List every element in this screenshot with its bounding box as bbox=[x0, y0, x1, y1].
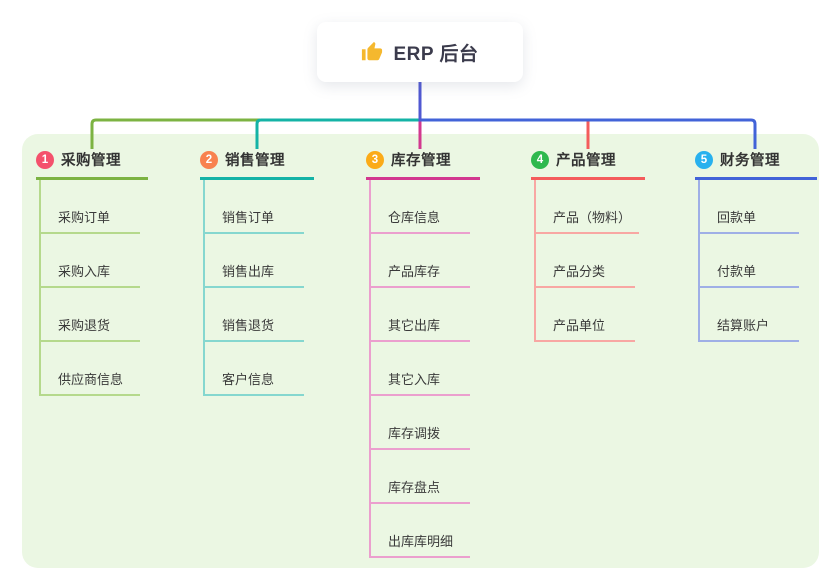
branch-product-children: 产品（物料） 产品分类 产品单位 bbox=[534, 180, 645, 342]
branch-number-badge: 2 bbox=[200, 150, 218, 169]
child-node[interactable]: 销售出库 bbox=[205, 261, 304, 288]
child-node[interactable]: 其它出库 bbox=[371, 315, 470, 342]
child-node-row: 采购退货 bbox=[41, 288, 148, 342]
child-node-row: 销售退货 bbox=[205, 288, 314, 342]
child-node-row: 库存盘点 bbox=[371, 450, 480, 504]
branch-number-badge: 5 bbox=[695, 150, 713, 169]
child-node-row: 销售出库 bbox=[205, 234, 314, 288]
child-node-row: 销售订单 bbox=[205, 180, 314, 234]
child-node-row: 产品分类 bbox=[536, 234, 645, 288]
child-node-row: 客户信息 bbox=[205, 342, 314, 396]
child-node[interactable]: 库存调拨 bbox=[371, 423, 470, 450]
child-node-row: 库存调拨 bbox=[371, 396, 480, 450]
branch-number-badge: 4 bbox=[531, 150, 549, 169]
child-node-row: 产品单位 bbox=[536, 288, 645, 342]
child-node-row: 仓库信息 bbox=[371, 180, 480, 234]
child-node[interactable]: 出库库明细 bbox=[371, 531, 470, 558]
child-node-row: 产品（物料） bbox=[536, 180, 645, 234]
child-node-row: 回款单 bbox=[700, 180, 817, 234]
child-node[interactable]: 其它入库 bbox=[371, 369, 470, 396]
child-node[interactable]: 付款单 bbox=[700, 261, 799, 288]
child-node[interactable]: 客户信息 bbox=[205, 369, 304, 396]
branch-product: 4 产品管理 产品（物料） 产品分类 产品单位 bbox=[531, 149, 645, 342]
child-node[interactable]: 供应商信息 bbox=[41, 369, 140, 396]
root-node[interactable]: ERP 后台 bbox=[317, 22, 523, 82]
child-node-row: 产品库存 bbox=[371, 234, 480, 288]
child-node-row: 出库库明细 bbox=[371, 504, 480, 558]
branch-title: 库存管理 bbox=[391, 153, 451, 169]
branches-panel bbox=[22, 134, 819, 568]
branch-finance-children: 回款单 付款单 结算账户 bbox=[698, 180, 817, 342]
branch-finance: 5 财务管理 回款单 付款单 结算账户 bbox=[695, 149, 817, 342]
branch-number-badge: 1 bbox=[36, 150, 54, 169]
child-node-row: 采购入库 bbox=[41, 234, 148, 288]
branch-number-badge: 3 bbox=[366, 150, 384, 169]
branch-title: 采购管理 bbox=[61, 153, 121, 169]
branch-title: 产品管理 bbox=[556, 153, 616, 169]
branch-purchase-children: 采购订单 采购入库 采购退货 供应商信息 bbox=[39, 180, 148, 396]
child-node[interactable]: 销售订单 bbox=[205, 207, 304, 234]
child-node[interactable]: 采购退货 bbox=[41, 315, 140, 342]
branch-sales-node[interactable]: 2 销售管理 bbox=[200, 149, 314, 180]
child-node[interactable]: 结算账户 bbox=[700, 315, 799, 342]
child-node[interactable]: 销售退货 bbox=[205, 315, 304, 342]
branch-title: 销售管理 bbox=[225, 153, 285, 169]
child-node[interactable]: 采购入库 bbox=[41, 261, 140, 288]
child-node[interactable]: 产品（物料） bbox=[536, 207, 640, 234]
branch-finance-node[interactable]: 5 财务管理 bbox=[695, 149, 817, 180]
child-node[interactable]: 采购订单 bbox=[41, 207, 140, 234]
branch-sales: 2 销售管理 销售订单 销售出库 销售退货 客户信息 bbox=[200, 149, 314, 396]
branch-inventory: 3 库存管理 仓库信息 产品库存 其它出库 其它入库 库存调拨 库存盘点 bbox=[366, 149, 480, 558]
child-node-row: 付款单 bbox=[700, 234, 817, 288]
branch-inventory-node[interactable]: 3 库存管理 bbox=[366, 149, 480, 180]
child-node-row: 其它入库 bbox=[371, 342, 480, 396]
child-node[interactable]: 回款单 bbox=[700, 207, 799, 234]
child-node[interactable]: 仓库信息 bbox=[371, 207, 470, 234]
branch-title: 财务管理 bbox=[720, 153, 780, 169]
branch-purchase: 1 采购管理 采购订单 采购入库 采购退货 供应商信息 bbox=[36, 149, 148, 396]
child-node-row: 结算账户 bbox=[700, 288, 817, 342]
branch-inventory-children: 仓库信息 产品库存 其它出库 其它入库 库存调拨 库存盘点 出库库明细 bbox=[369, 180, 480, 558]
child-node[interactable]: 产品库存 bbox=[371, 261, 470, 288]
child-node[interactable]: 产品单位 bbox=[536, 315, 635, 342]
branch-product-node[interactable]: 4 产品管理 bbox=[531, 149, 645, 180]
root-title: ERP 后台 bbox=[393, 43, 479, 65]
child-node[interactable]: 产品分类 bbox=[536, 261, 635, 288]
child-node-row: 其它出库 bbox=[371, 288, 480, 342]
branch-sales-children: 销售订单 销售出库 销售退货 客户信息 bbox=[203, 180, 314, 396]
child-node-row: 采购订单 bbox=[41, 180, 148, 234]
child-node-row: 供应商信息 bbox=[41, 342, 148, 396]
child-node[interactable]: 库存盘点 bbox=[371, 477, 470, 504]
branch-purchase-node[interactable]: 1 采购管理 bbox=[36, 149, 148, 180]
thumbs-up-icon bbox=[362, 41, 383, 61]
